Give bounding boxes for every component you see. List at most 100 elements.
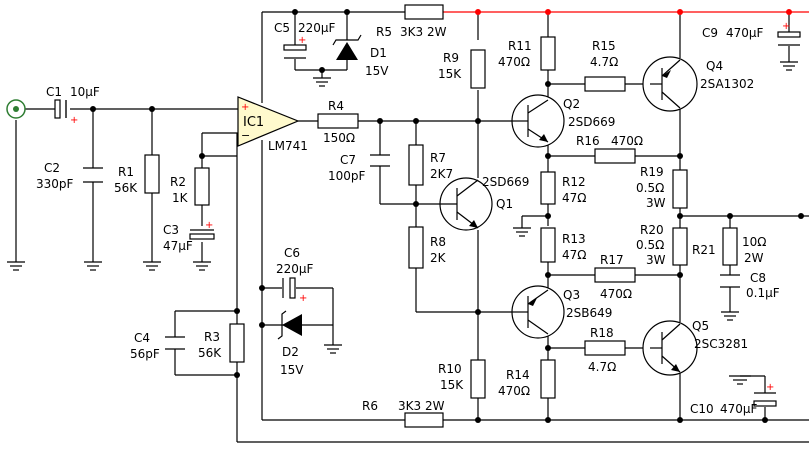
q4-ref: Q4: [706, 59, 723, 73]
capacitor-c5-symbol: +: [283, 35, 307, 59]
ground-icon: [313, 77, 331, 87]
c7-ref: C7: [340, 153, 356, 167]
r10-value: 15K: [440, 378, 464, 392]
capacitor-c7-symbol: [370, 154, 390, 167]
polarity-plus: +: [205, 220, 213, 231]
resistor-r2-symbol: [194, 167, 210, 206]
q3-ref: Q3: [563, 288, 580, 302]
resistor-r7-symbol: [408, 144, 424, 186]
q1-ref: Q1: [496, 197, 513, 211]
polarity-plus: +: [299, 293, 307, 304]
resistor-r17-symbol: [594, 267, 636, 283]
c6-ref: C6: [284, 246, 300, 260]
q3-part: 2SB649: [566, 306, 612, 320]
zener-diode-d1-symbol: [332, 34, 362, 60]
ground-icon: [721, 311, 739, 321]
non-inverting-input-mark: +: [241, 102, 249, 113]
r3-ref: R3: [204, 330, 220, 344]
q5-part: 2SC3281: [694, 337, 748, 351]
r12-value: 47Ω: [562, 191, 586, 205]
ground-icon: [84, 261, 102, 271]
polarity-plus: +: [70, 115, 78, 126]
c2-ref: C2: [44, 161, 60, 175]
capacitor-c3-symbol: +: [189, 220, 215, 240]
r14-value: 470Ω: [498, 384, 530, 398]
ground-icon: [513, 227, 531, 237]
transistor-q4-pnp-symbol: [642, 56, 698, 112]
c10-ref: C10: [690, 402, 714, 416]
r16-ref: R16: [576, 134, 600, 148]
resistor-r5-symbol: [404, 4, 444, 20]
r1-value: 56K: [114, 181, 138, 195]
r21-ref: R21: [692, 243, 716, 257]
transistor-q2-npn-symbol: [511, 94, 565, 148]
r18-value: 4.7Ω: [588, 360, 616, 374]
c5-value: 220μF: [298, 21, 336, 35]
r4-value: 150Ω: [323, 131, 355, 145]
inverting-input-mark: −: [241, 129, 250, 142]
r11-value: 470Ω: [498, 55, 530, 69]
r17-ref: R17: [600, 253, 624, 267]
c4-ref: C4: [134, 331, 150, 345]
transistor-q5-npn-symbol: [642, 320, 698, 376]
c9-value: 470μF: [726, 26, 764, 40]
r4-ref: R4: [328, 99, 344, 113]
d1-value: 15V: [365, 64, 389, 78]
r12-ref: R12: [562, 175, 586, 189]
r2-value: 1K: [172, 191, 189, 205]
zener-diode-d2-symbol: [277, 310, 302, 340]
r5-ref: R5: [376, 25, 392, 39]
capacitor-c2-symbol: [83, 167, 103, 183]
resistor-r1-symbol: [144, 154, 160, 194]
transistor-q1-npn-symbol: [439, 177, 493, 231]
r20-ref: R20: [640, 223, 664, 237]
r21-power: 2W: [744, 251, 764, 265]
resistor-r18-symbol: [584, 340, 626, 356]
resistor-r10-symbol: [470, 359, 486, 399]
c8-ref: C8: [750, 271, 766, 285]
c6-value: 220μF: [276, 262, 314, 276]
polarity-plus: +: [782, 21, 790, 32]
ground-icon: [729, 375, 766, 385]
resistor-r20-symbol: [672, 227, 688, 266]
r19-ref: R19: [640, 165, 664, 179]
c1-value: 10μF: [70, 85, 100, 99]
r13-ref: R13: [562, 232, 586, 246]
ground-icon: [7, 261, 25, 271]
polarity-plus: +: [766, 382, 774, 393]
r11-ref: R11: [508, 39, 532, 53]
r3-value: 56K: [198, 346, 222, 360]
r21-value: 10Ω: [742, 235, 766, 249]
r20-power: 3W: [646, 253, 666, 267]
r9-value: 15K: [438, 67, 462, 81]
d2-ref: D2: [282, 345, 299, 359]
transistor-q3-pnp-symbol: [511, 285, 565, 339]
r17-value: 470Ω: [600, 287, 632, 301]
opamp-ic1-symbol: + −: [237, 96, 300, 147]
r9-ref: R9: [443, 51, 459, 65]
r19-value: 0.5Ω: [636, 181, 664, 195]
c2-value: 330pF: [36, 177, 74, 191]
capacitor-c4-symbol: [165, 336, 185, 350]
c1-ref: C1: [46, 85, 62, 99]
ic1-part: LM741: [268, 139, 308, 153]
resistor-r13-symbol: [540, 227, 556, 263]
r16-value: 470Ω: [611, 134, 643, 148]
ground-icon: [143, 261, 161, 271]
r20-value: 0.5Ω: [636, 238, 664, 252]
q2-part: 2SD669: [568, 115, 615, 129]
r15-value: 4.7Ω: [590, 55, 618, 69]
r14-ref: R14: [506, 368, 530, 382]
c3-value: 47μF: [163, 239, 193, 253]
q4-part: 2SA1302: [700, 77, 754, 91]
resistor-r3-symbol: [229, 323, 245, 363]
resistor-r19-symbol: [672, 169, 688, 209]
junction-dots: [90, 9, 804, 423]
ground-icon: [324, 344, 342, 354]
c10-value: 470μF: [720, 402, 758, 416]
r6-value: 3K3 2W: [398, 399, 445, 413]
capacitor-c6-symbol: +: [282, 277, 307, 304]
input-connector-icon: [6, 99, 26, 119]
d2-value: 15V: [280, 363, 304, 377]
